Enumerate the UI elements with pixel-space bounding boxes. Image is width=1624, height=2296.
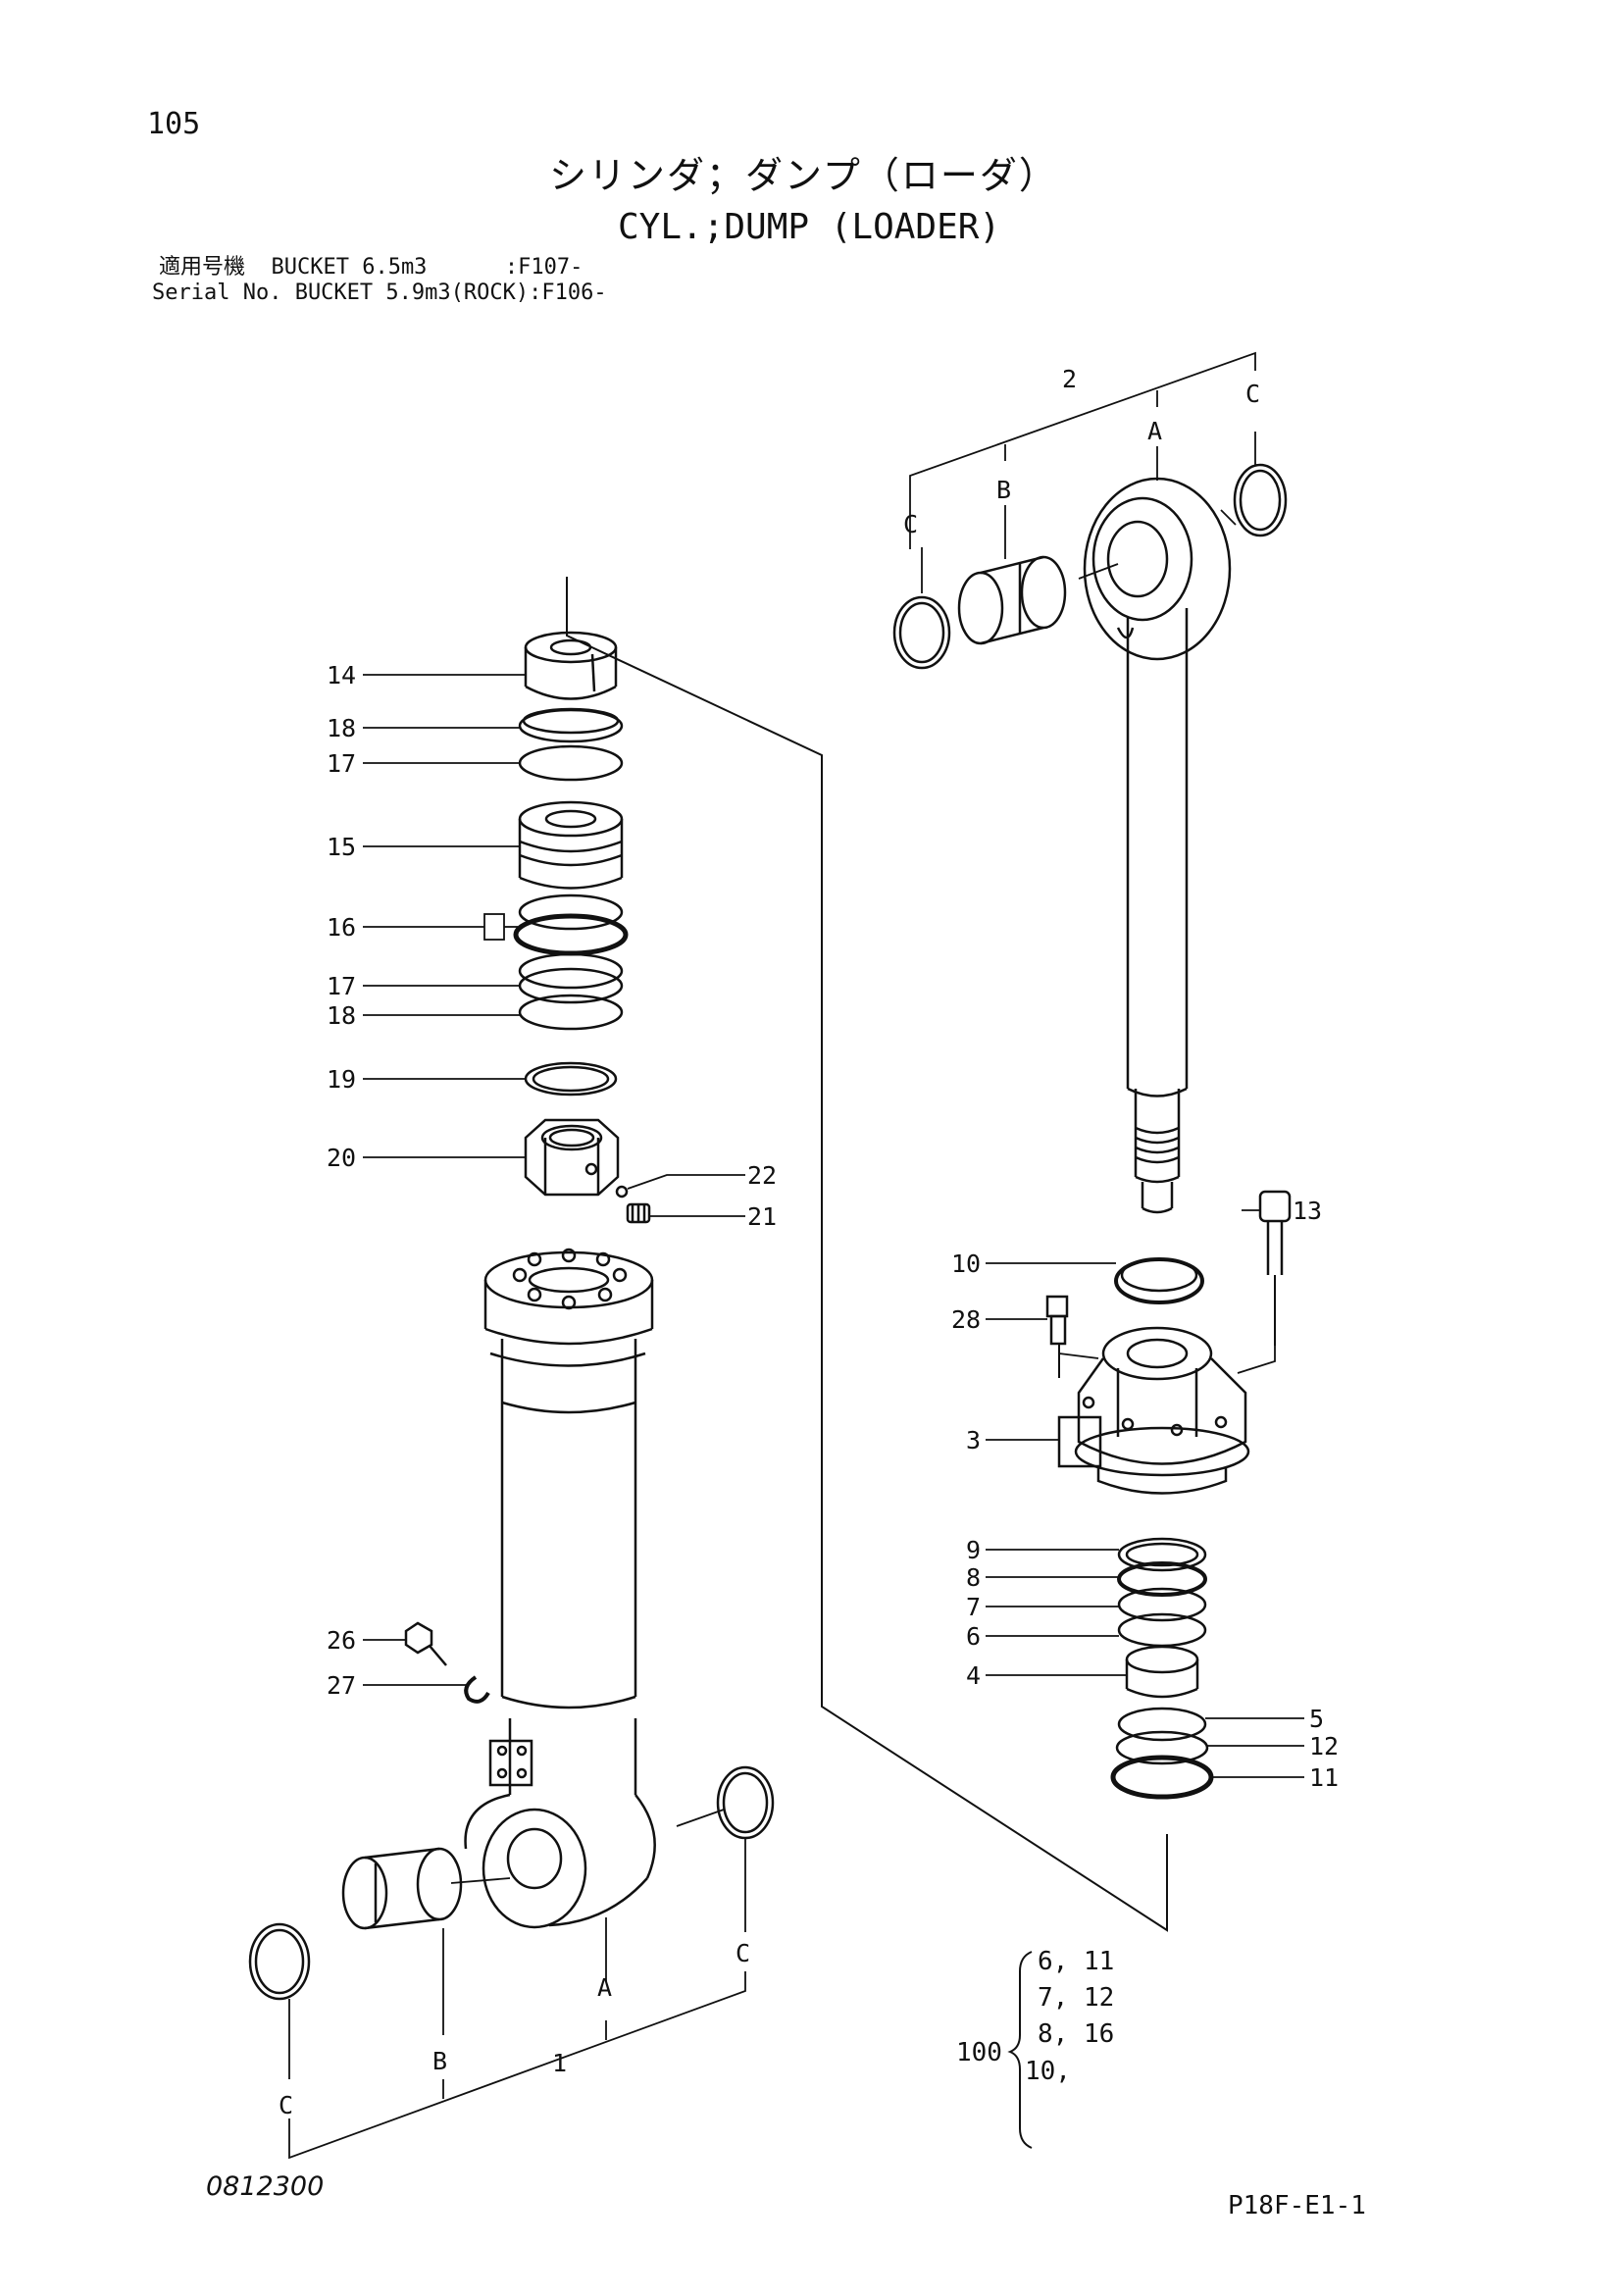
leader-lines (363, 509, 1304, 1884)
part-b-bushing-bottom (341, 1847, 463, 1930)
applicability-line-1: 適用号機 BUCKET 6.5m3 :F107- (159, 255, 584, 280)
part-9-ring (1117, 1537, 1207, 1572)
part-26-grease-fitting (404, 1621, 447, 1666)
part-28-plug (1045, 1295, 1069, 1378)
callout-7: 7 (966, 1593, 981, 1621)
callout-21: 21 (747, 1202, 777, 1231)
assembly-connector-lines (566, 577, 1168, 1932)
callout-b-bottom: B (432, 2047, 447, 2075)
callout-13: 13 (1293, 1197, 1322, 1225)
part-7-ring (1117, 1587, 1207, 1622)
part-17-ring (518, 744, 624, 782)
page-number: 105 (147, 107, 201, 141)
kit-brace (1007, 1951, 1033, 2149)
callout-10: 10 (951, 1250, 981, 1278)
callout-c-top-right: C (1245, 380, 1260, 408)
part-c-seal-top-right (1233, 463, 1288, 537)
cylinder-tube (464, 1248, 656, 1929)
callout-2: 2 (1062, 365, 1077, 393)
callout-17-lower: 17 (327, 972, 356, 1000)
assembly-2-bracket (909, 351, 1256, 593)
part-5-ring (1117, 1707, 1207, 1742)
callout-22: 22 (747, 1161, 777, 1190)
callout-18-lower: 18 (327, 1001, 356, 1030)
callout-6: 6 (966, 1622, 981, 1651)
part-3-rod-cover (1057, 1326, 1250, 1495)
part-12-ring (1115, 1730, 1209, 1765)
callout-9: 9 (966, 1536, 981, 1564)
callout-20: 20 (327, 1144, 356, 1172)
callout-a-bottom: A (597, 1973, 612, 2002)
kit-line-4: 10, (1025, 2057, 1071, 2086)
callout-15: 15 (327, 833, 356, 861)
part-18-ring (518, 707, 624, 743)
piston-rod (1083, 477, 1232, 1214)
part-18-ring-lower (518, 994, 624, 1031)
part-14-bushing (524, 631, 618, 700)
assembly-1-bracket (288, 1839, 746, 2160)
part-21-set-screw (626, 1202, 651, 1224)
document-code: 0812300 (206, 2171, 325, 2202)
callout-5: 5 (1309, 1705, 1324, 1733)
kit-line-3: 8, 16 (1038, 2019, 1114, 2049)
part-27-snap-ring (464, 1675, 490, 1704)
callout-a-top: A (1147, 417, 1162, 445)
part-c-seal-top-left (892, 595, 951, 670)
part-13-bolt (1258, 1190, 1292, 1346)
applicability-line-2: Serial No. BUCKET 5.9m3(ROCK):F106- (152, 281, 607, 305)
title-japanese: シリンダ；ダンプ（ローダ） (549, 154, 1058, 197)
callout-c-bottom-left: C (279, 2091, 293, 2119)
part-4-bushing (1125, 1645, 1199, 1699)
callout-b-top: B (996, 476, 1011, 504)
kit-number: 100 (956, 2038, 1002, 2067)
part-c-seal-bottom-right (716, 1765, 775, 1840)
part-10-o-ring (1114, 1257, 1204, 1304)
callout-4: 4 (966, 1661, 981, 1690)
callout-12: 12 (1309, 1732, 1339, 1760)
callout-8: 8 (966, 1563, 981, 1592)
part-20-nut (524, 1118, 620, 1197)
page-code: P18F-E1-1 (1228, 2191, 1366, 2220)
callout-28: 28 (951, 1305, 981, 1334)
callout-3: 3 (966, 1426, 981, 1454)
callout-26: 26 (327, 1626, 356, 1655)
title-english: CYL.;DUMP (LOADER) (618, 207, 1001, 247)
part-19-washer (524, 1061, 618, 1097)
callout-14: 14 (327, 661, 356, 689)
callout-17: 17 (327, 749, 356, 778)
kit-line-1: 6, 11 (1038, 1947, 1114, 1976)
callout-11: 11 (1309, 1763, 1339, 1792)
part-c-seal-bottom-left (248, 1922, 311, 2001)
part-16-seal (513, 893, 629, 956)
part-22-ball (615, 1185, 629, 1199)
callout-1: 1 (552, 2049, 567, 2077)
callout-18: 18 (327, 714, 356, 742)
part-b-bushing-top (957, 555, 1067, 645)
callout-c-top-left: C (903, 510, 918, 538)
kit-line-2: 7, 12 (1038, 1983, 1114, 2013)
part-15-piston (518, 800, 624, 890)
part-8-ring (1117, 1561, 1207, 1597)
callout-16: 16 (327, 913, 356, 942)
callout-c-bottom-right: C (736, 1939, 750, 1967)
callout-19: 19 (327, 1065, 356, 1094)
callout-27: 27 (327, 1671, 356, 1700)
